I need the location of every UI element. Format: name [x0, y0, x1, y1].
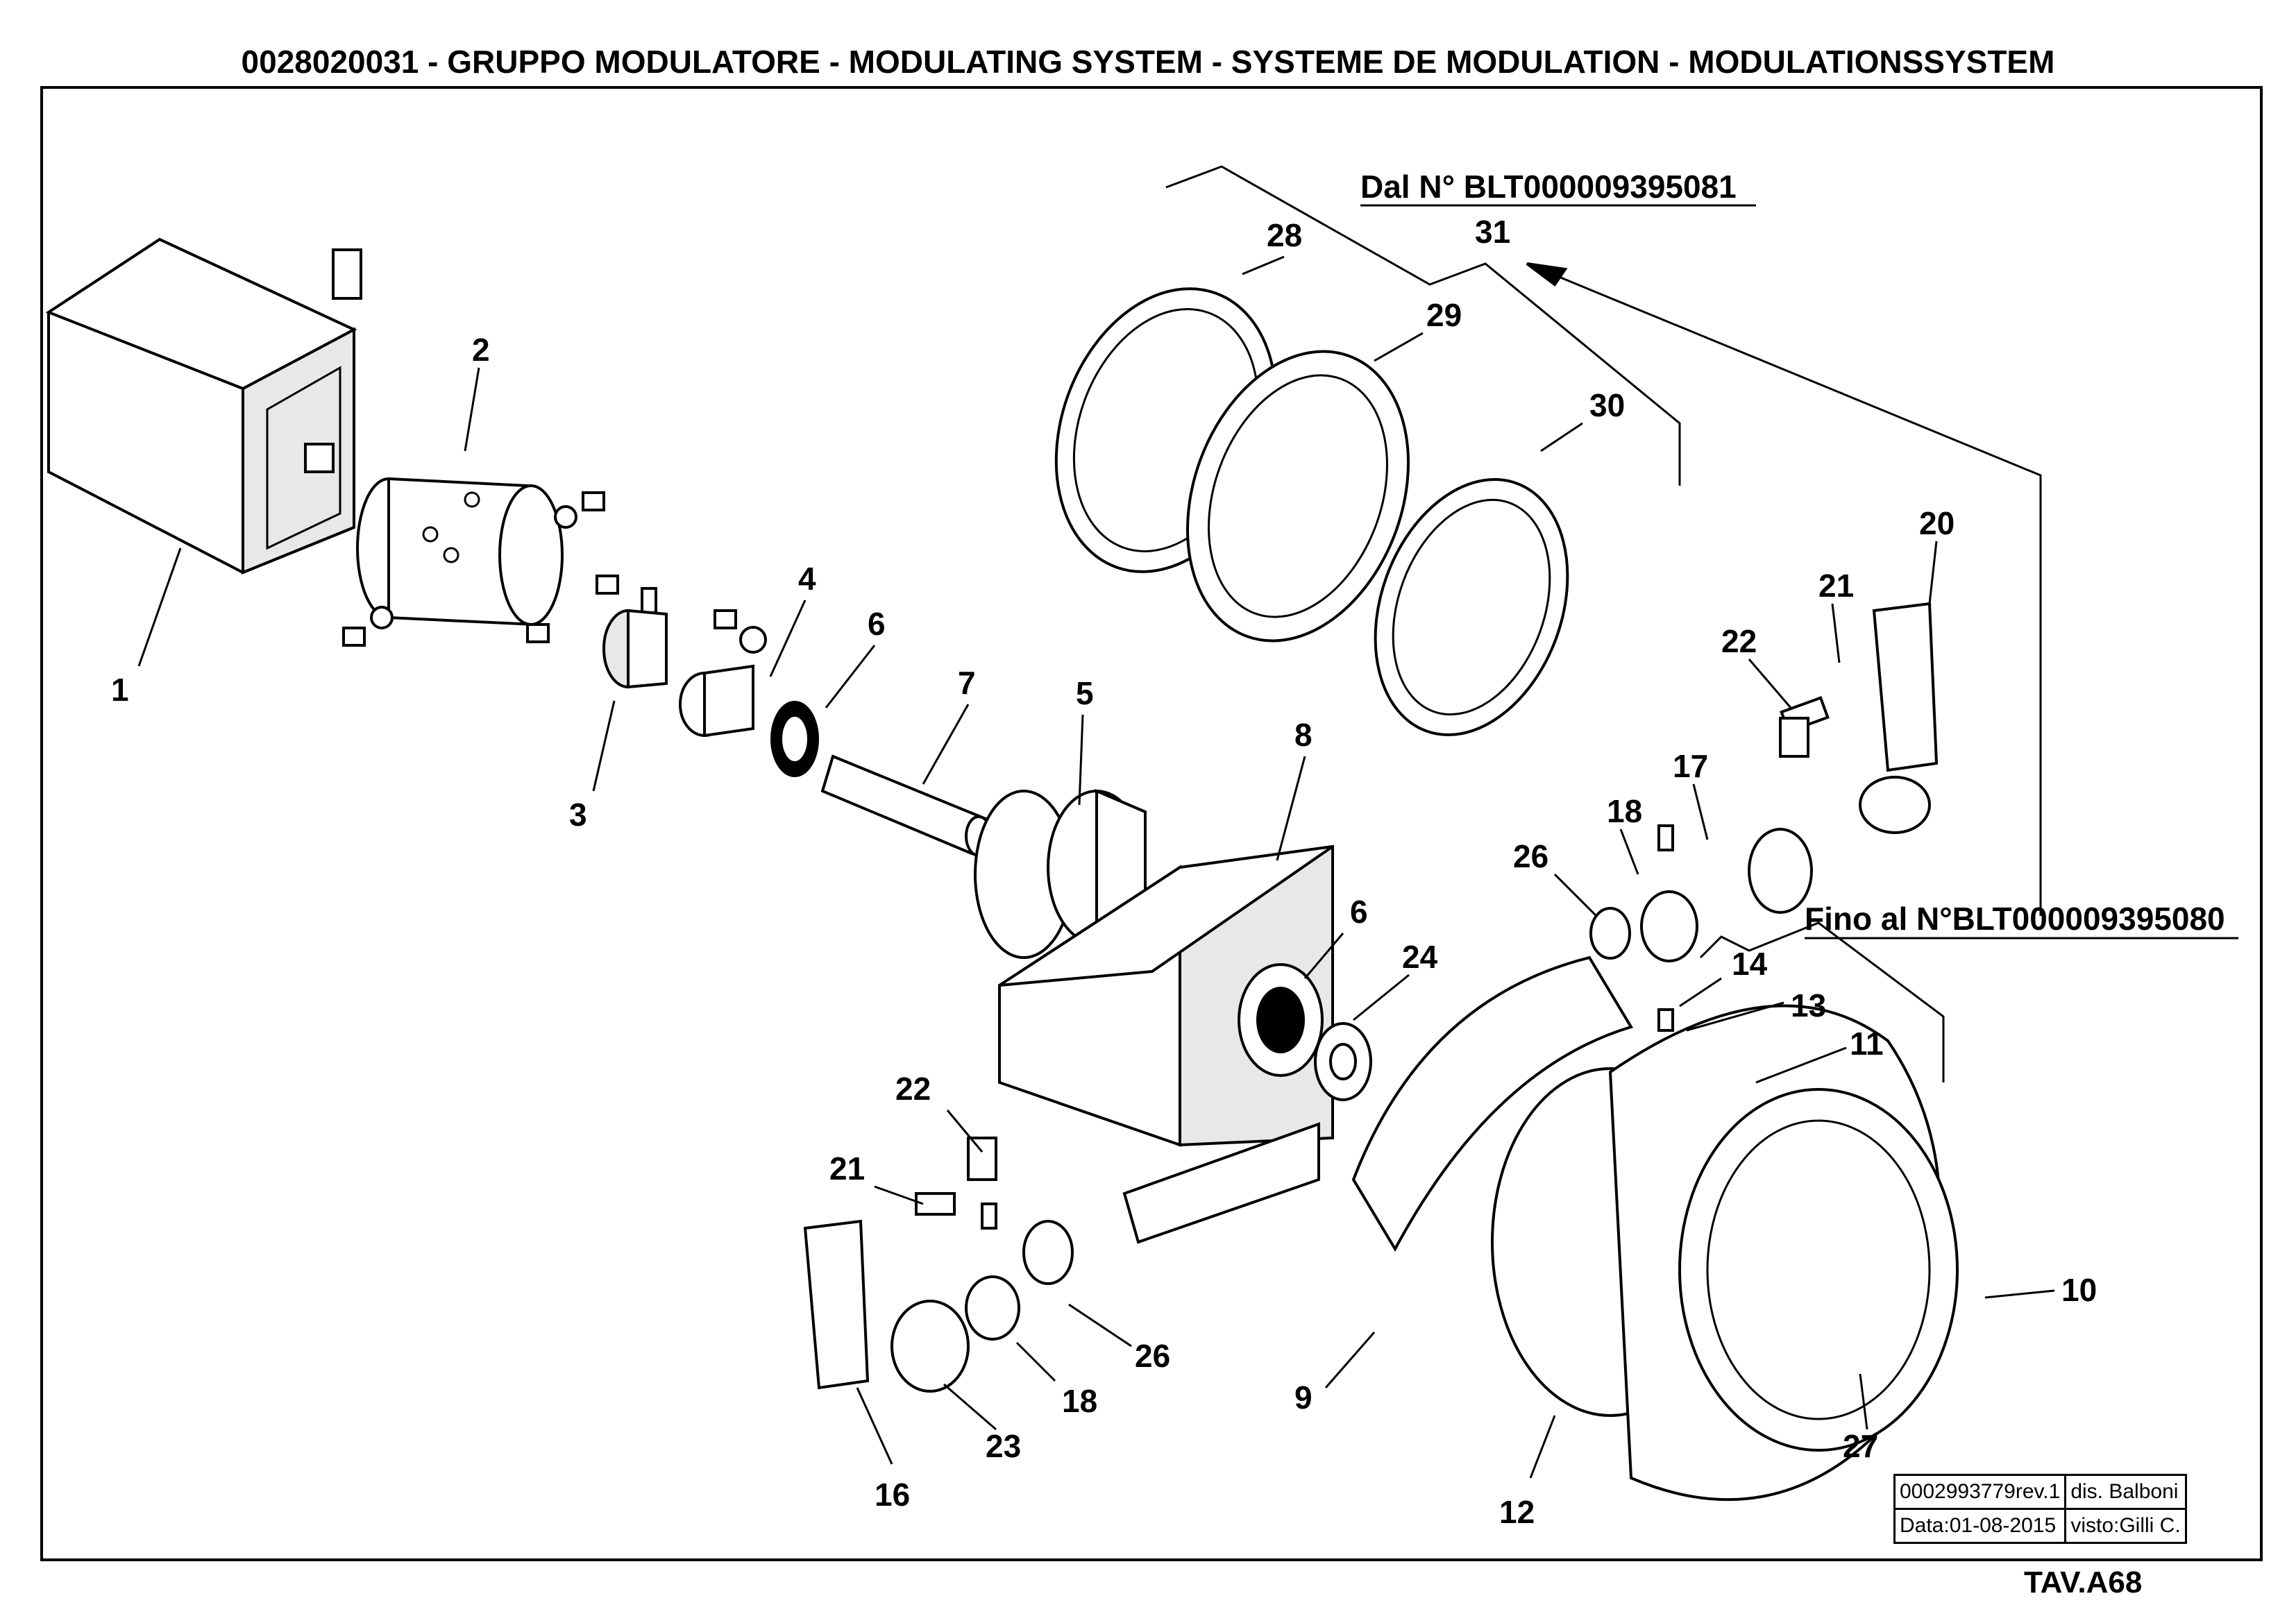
callout-6b: 6 — [1350, 894, 1368, 930]
callout-22a: 22 — [1721, 623, 1757, 659]
callout-13: 13 — [1791, 987, 1826, 1023]
part-coupling — [602, 609, 668, 689]
part-gearbox — [998, 844, 1334, 1244]
callout-leaders — [137, 255, 2055, 1479]
part-spacer — [1314, 1022, 1372, 1101]
drawing-date: Data:01-08-2015 — [1893, 1508, 2067, 1544]
drawing-title: 0028020031 - GRUPPO MODULATORE - MODULAT… — [241, 44, 2055, 80]
part-drum-cover — [1608, 1004, 1959, 1502]
part-bushing — [679, 664, 754, 738]
callout-8: 8 — [1294, 717, 1312, 753]
callout-14: 14 — [1732, 946, 1768, 982]
drawing-frame — [40, 86, 2263, 1561]
callout-27: 27 — [1843, 1428, 1878, 1464]
part-levers — [803, 602, 1939, 1393]
callout-28: 28 — [1267, 217, 1302, 253]
callout-22b: 22 — [895, 1071, 931, 1107]
callout-31: 31 — [1475, 214, 1510, 250]
callout-9: 9 — [1294, 1379, 1312, 1416]
callout-18a: 18 — [1607, 793, 1642, 829]
callout-30: 30 — [1589, 387, 1625, 423]
callout-20: 20 — [1919, 505, 1955, 541]
part-cam-segment — [1351, 955, 1634, 1252]
note-until-serial: Fino al N°BLT000009395080 — [1805, 901, 2225, 937]
callout-24: 24 — [1402, 939, 1438, 975]
callout-7: 7 — [958, 665, 976, 701]
part-sleeve — [356, 477, 564, 627]
callout-6a: 6 — [868, 606, 886, 642]
small-hardware — [342, 491, 1674, 1230]
callout-26a: 26 — [1513, 838, 1548, 874]
callout-1: 1 — [111, 672, 129, 708]
drawn-by: dis. Balboni — [2064, 1474, 2187, 1510]
callout-21b: 21 — [829, 1150, 865, 1187]
part-discs — [1054, 287, 1569, 736]
part-shaft — [820, 754, 993, 857]
part-bearing — [770, 701, 819, 777]
callout-12: 12 — [1499, 1494, 1535, 1530]
drawing-code: 0002993779rev.1 — [1893, 1474, 2067, 1510]
callout-26b: 26 — [1135, 1338, 1170, 1374]
callout-10: 10 — [2061, 1272, 2097, 1308]
callout-21a: 21 — [1818, 568, 1854, 604]
callout-11: 11 — [1850, 1026, 1884, 1062]
title-block: 0002993779rev.1 dis. Balboni Data:01-08-… — [1893, 1474, 2187, 1544]
sheet-id: TAV.A68 — [2024, 1565, 2143, 1599]
part-actuator — [45, 237, 362, 575]
callout-18b: 18 — [1062, 1383, 1097, 1419]
callout-17: 17 — [1673, 748, 1708, 784]
serial-range-brackets — [1165, 165, 2042, 1082]
callout-2: 2 — [472, 332, 490, 368]
callout-16: 16 — [875, 1477, 910, 1513]
callout-4: 4 — [798, 561, 816, 597]
callout-3: 3 — [569, 797, 587, 833]
callout-23: 23 — [986, 1428, 1021, 1464]
callout-5: 5 — [1076, 675, 1094, 711]
checked-by: visto:Gilli C. — [2064, 1508, 2187, 1544]
note-from-serial: Dal N° BLT000009395081 — [1360, 169, 1737, 205]
callout-29: 29 — [1426, 297, 1462, 333]
